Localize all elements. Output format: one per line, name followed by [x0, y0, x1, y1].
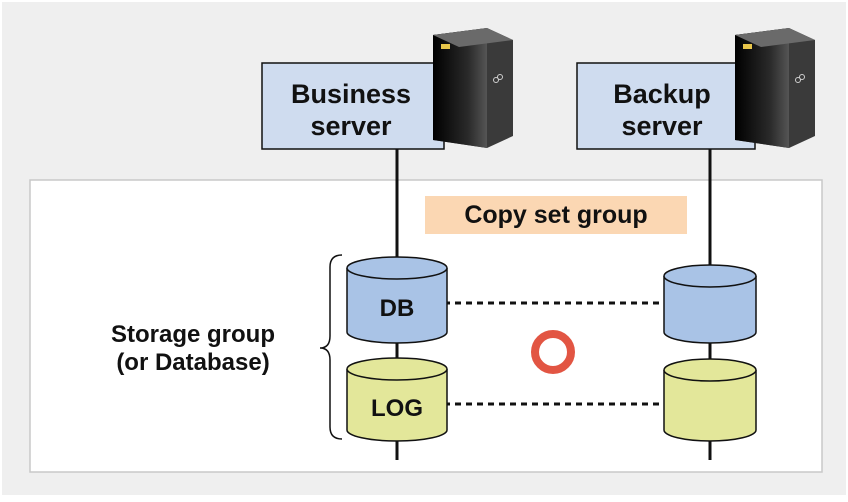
target-log-volume — [663, 358, 757, 442]
source-log-volume: LOG — [346, 357, 448, 442]
backup-server-box — [576, 62, 756, 150]
business-server: Business server — [261, 28, 513, 150]
business-server-box — [261, 62, 445, 150]
storage-group-label-line2: (or Database) — [116, 349, 269, 376]
target-db-volume — [663, 264, 757, 344]
storage-group-brace — [319, 254, 343, 440]
business-server-label-line2: server — [310, 111, 392, 141]
backup-server-label-line1: Backup — [613, 79, 711, 109]
backup-server: Backup server — [576, 28, 815, 150]
log-volume-label: LOG — [371, 395, 423, 422]
copy-set-group-box — [425, 196, 687, 234]
copy-set-group-label: Copy set group — [464, 201, 647, 229]
source-db-volume: DB — [346, 256, 448, 344]
server-tower-icon — [735, 28, 815, 148]
storage-group-label-line1: Storage group — [111, 321, 275, 348]
business-server-label-line1: Business — [291, 79, 411, 109]
backup-server-label-line2: server — [621, 111, 703, 141]
circle-ok-icon — [531, 330, 575, 374]
server-tower-icon — [433, 28, 513, 148]
db-volume-label: DB — [380, 295, 415, 322]
